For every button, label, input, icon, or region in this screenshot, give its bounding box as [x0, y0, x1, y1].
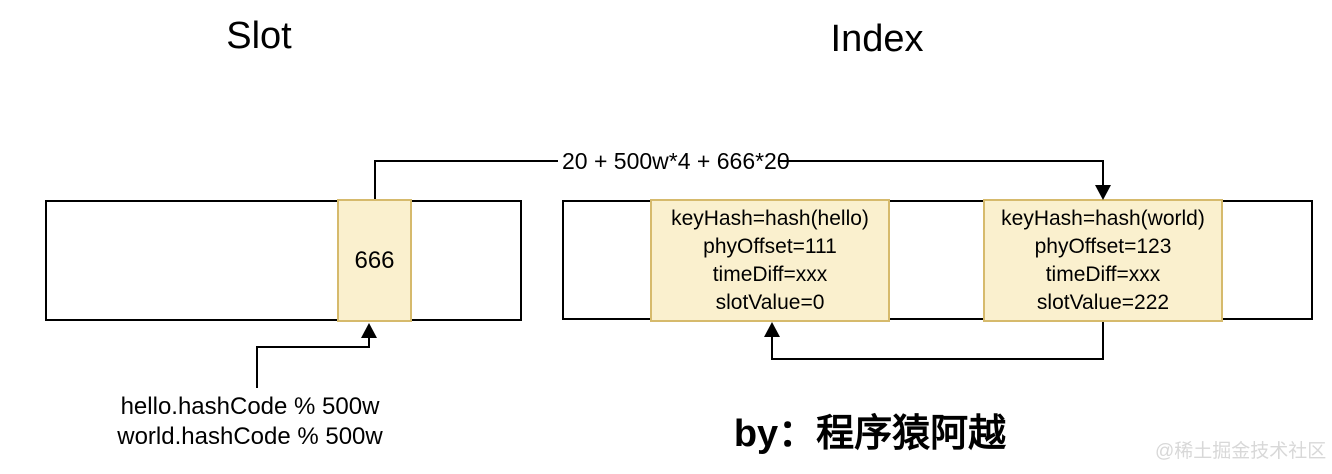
- offset-formula-label: 20 + 500w*4 + 666*20: [558, 146, 790, 176]
- arrow-up-icon: [361, 323, 377, 338]
- hash-note-connector-horizontal: [256, 346, 370, 348]
- offset-connector-vertical-left: [374, 161, 376, 200]
- entry-line: slotValue=222: [1036, 290, 1170, 314]
- hash-note-connector-vertical-top: [368, 337, 370, 348]
- entry-line: timeDiff=xxx: [1045, 262, 1161, 286]
- author-credit: by：程序猿阿越: [733, 413, 1007, 455]
- hash-note: hello.hashCode % 500w world.hashCode % 5…: [110, 392, 390, 452]
- watermark: @稀土掘金技术社区: [1155, 441, 1327, 462]
- index-entry-world-lines: keyHash=hash(world) phyOffset=123 timeDi…: [985, 201, 1221, 320]
- entry-line: keyHash=hash(world): [1001, 206, 1205, 230]
- slot-array-box: [45, 200, 522, 321]
- slot-cell-666: 666: [337, 199, 412, 322]
- index-entry-hello-cell: keyHash=hash(hello) phyOffset=111 timeDi…: [650, 199, 890, 322]
- slot-title: Slot: [226, 15, 292, 57]
- hash-note-line1: hello.hashCode % 500w: [120, 393, 380, 420]
- offset-connector-vertical-right: [1102, 160, 1104, 188]
- hash-note-line2: world.hashCode % 500w: [117, 423, 383, 450]
- entry-line: phyOffset=123: [1034, 234, 1172, 258]
- feedback-connector-vertical-left: [771, 336, 773, 360]
- entry-line: timeDiff=xxx: [712, 262, 828, 286]
- feedback-connector-vertical-right: [1102, 322, 1104, 360]
- arrow-down-icon: [1095, 185, 1111, 200]
- entry-line: keyHash=hash(hello): [671, 206, 869, 230]
- index-entry-world-cell: keyHash=hash(world) phyOffset=123 timeDi…: [983, 199, 1223, 322]
- index-entry-hello-lines: keyHash=hash(hello) phyOffset=111 timeDi…: [652, 201, 888, 320]
- hash-note-connector-vertical-bottom: [256, 347, 258, 388]
- entry-line: phyOffset=111: [703, 234, 837, 258]
- arrow-up-icon: [764, 322, 780, 337]
- index-title: Index: [830, 18, 924, 60]
- slot-cell-value: 666: [354, 246, 395, 274]
- entry-line: slotValue=0: [715, 290, 825, 314]
- feedback-connector-horizontal: [771, 358, 1104, 360]
